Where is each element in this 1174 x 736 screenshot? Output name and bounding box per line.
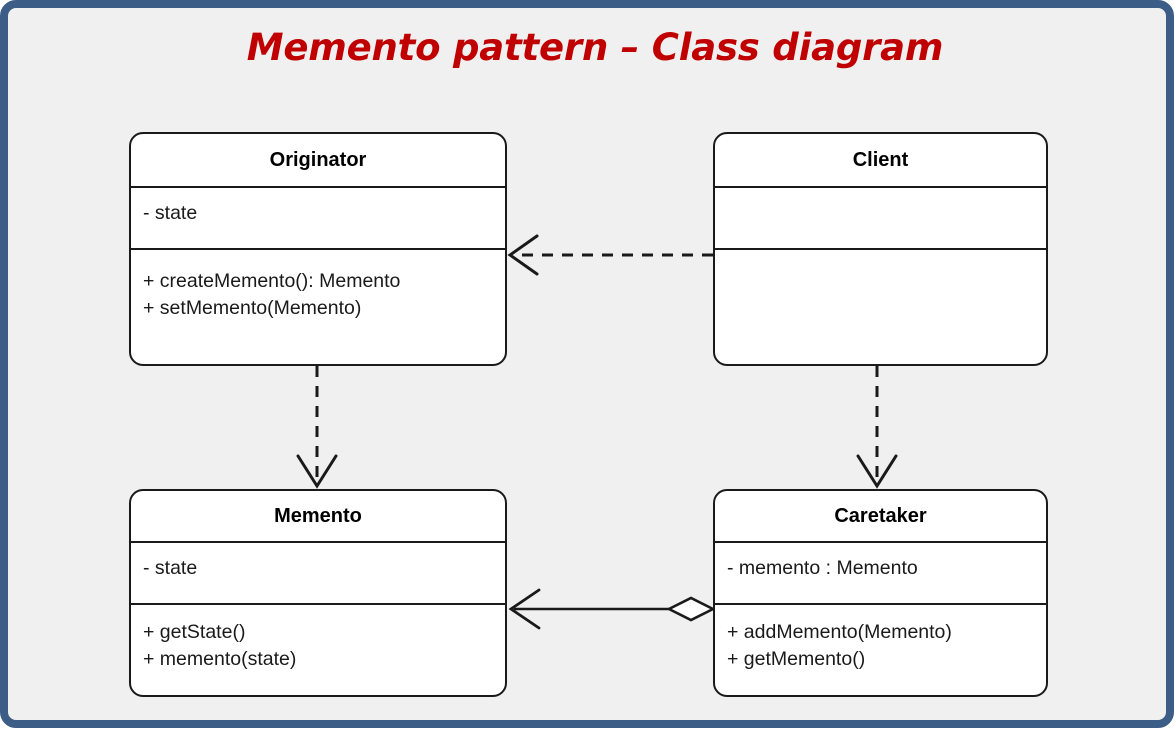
operation-item: + memento(state)	[143, 648, 297, 670]
attributes-compartment-client	[715, 186, 1046, 248]
operations-compartment-caretaker: + addMemento(Memento) + getMemento()	[715, 603, 1046, 695]
attributes-compartment-caretaker: - memento : Memento	[715, 541, 1046, 603]
attribute-item: - memento : Memento	[727, 557, 918, 579]
page-title: Memento pattern – Class diagram	[246, 26, 944, 69]
operation-item: + addMemento(Memento)	[727, 621, 952, 643]
open-arrowhead-icon	[508, 588, 541, 630]
operation-item: + getState()	[143, 621, 246, 643]
attributes-compartment-memento: - state	[131, 541, 505, 603]
class-box-client[interactable]: Client	[713, 132, 1048, 366]
operation-item: + createMemento(): Memento	[143, 270, 401, 292]
class-box-originator[interactable]: Originator - state + createMemento(): Me…	[129, 132, 507, 366]
relationship-client-uses-originator	[507, 234, 713, 276]
operations-compartment-originator: + createMemento(): Memento + setMemento(…	[131, 248, 505, 364]
relationship-client-uses-caretaker	[856, 366, 898, 489]
class-name-memento: Memento	[274, 504, 362, 527]
attribute-item: - state	[143, 557, 198, 579]
operations-compartment-memento: + getState() + memento(state)	[131, 603, 505, 695]
relationship-originator-creates-memento	[296, 366, 338, 489]
open-arrowhead-icon	[296, 454, 338, 489]
attribute-item: - state	[143, 202, 198, 224]
operation-item: + getMemento()	[727, 648, 866, 670]
operations-compartment-client	[715, 248, 1046, 364]
class-box-memento[interactable]: Memento - state + getState() + memento(s…	[129, 489, 507, 697]
operation-item: + setMemento(Memento)	[143, 297, 362, 319]
class-box-caretaker[interactable]: Caretaker - memento : Memento + addMemen…	[713, 489, 1048, 697]
hollow-diamond-icon	[666, 596, 716, 622]
class-name-originator: Originator	[269, 148, 367, 171]
attributes-compartment-originator: - state	[131, 186, 505, 248]
class-name-caretaker: Caretaker	[834, 504, 927, 527]
open-arrowhead-icon	[507, 234, 539, 276]
class-name-client: Client	[852, 148, 909, 171]
relationship-caretaker-aggregates-memento	[508, 588, 716, 630]
open-arrowhead-icon	[856, 454, 898, 489]
